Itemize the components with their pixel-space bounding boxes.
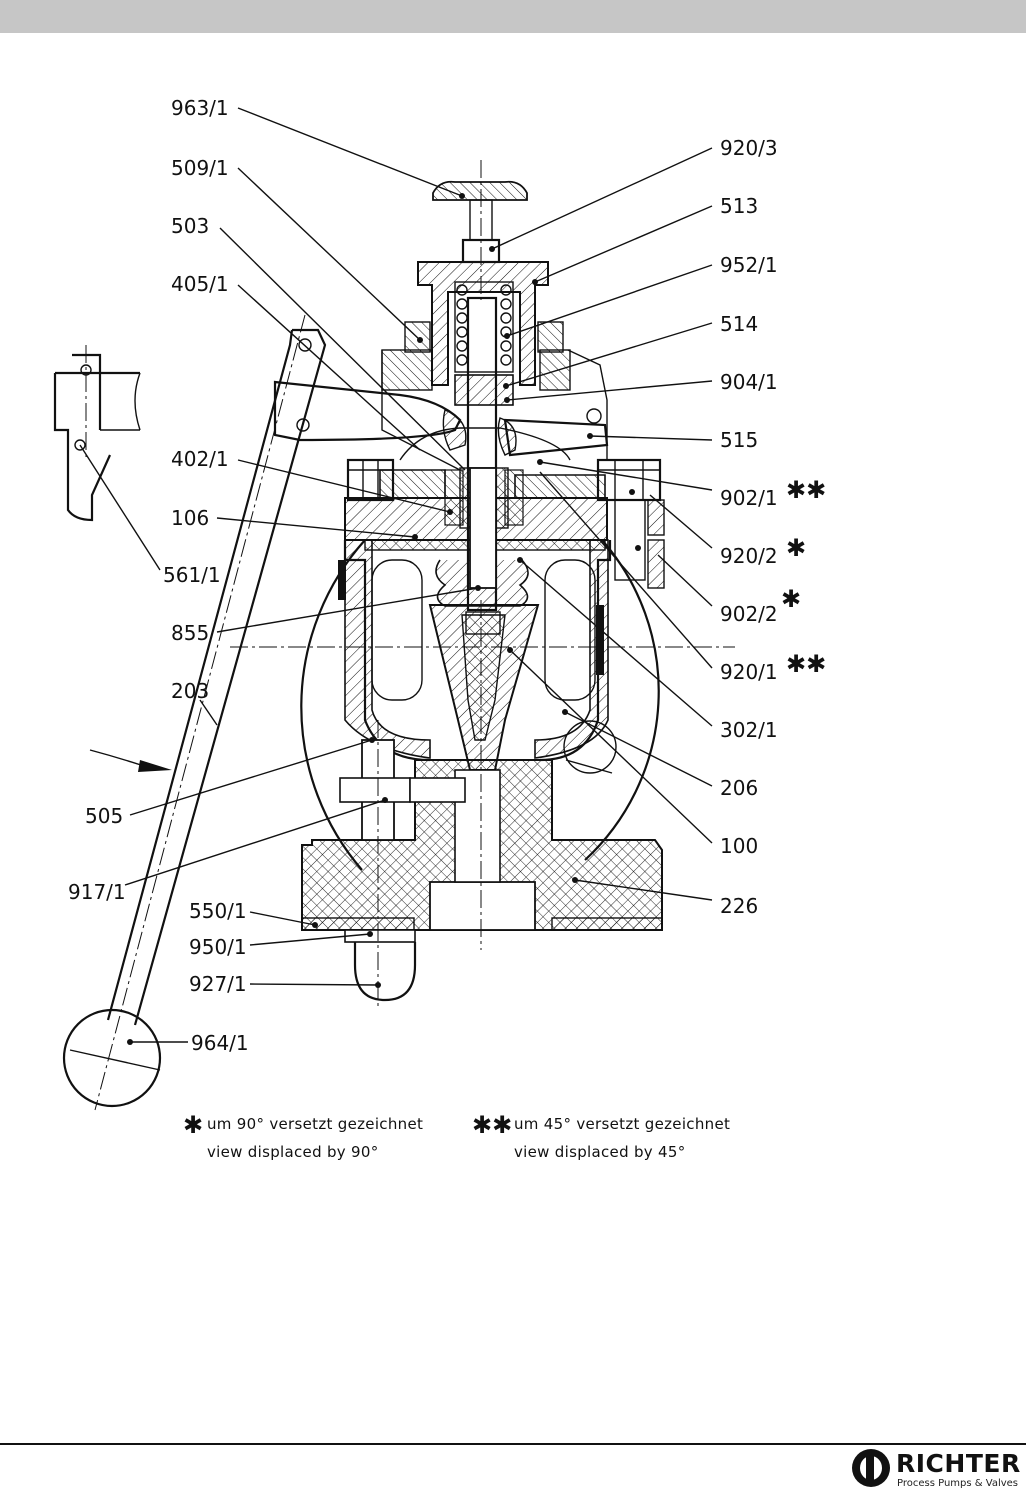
label-226: 226 xyxy=(720,894,758,918)
richter-logo: RICHTER Process Pumps & Valves xyxy=(852,1449,1022,1491)
label-509-1: 509/1 xyxy=(171,156,229,180)
label-950-1: 950/1 xyxy=(189,935,247,959)
label-920-2: 920/2 xyxy=(720,544,778,568)
note-90-german: um 90° versetzt gezeichnet xyxy=(207,1115,423,1133)
valve-sectional-drawing: 963/1 509/1 503 405/1 402/1 106 561/1 85… xyxy=(53,96,826,1161)
label-505: 505 xyxy=(85,804,123,828)
flow-arrow-icon xyxy=(89,749,172,772)
label-513: 513 xyxy=(720,194,758,218)
single-asterisk-mark: ✱ xyxy=(786,534,806,562)
label-515: 515 xyxy=(720,428,758,452)
label-920-3: 920/3 xyxy=(720,136,778,160)
detail-view xyxy=(53,345,141,522)
bonnet-nut-right xyxy=(596,458,665,589)
label-904-1: 904/1 xyxy=(720,370,778,394)
label-902-2: 902/2 xyxy=(720,602,778,626)
logo-tagline: Process Pumps & Valves xyxy=(897,1478,1019,1489)
spring-housing xyxy=(381,261,571,406)
label-927-1: 927/1 xyxy=(189,972,247,996)
double-asterisk-mark: ✱✱ xyxy=(472,1111,512,1139)
label-550-1: 550/1 xyxy=(189,899,247,923)
double-asterisk-mark: ✱✱ xyxy=(786,476,826,504)
logo-name: RICHTER xyxy=(896,1449,1021,1478)
label-405-1: 405/1 xyxy=(171,272,229,296)
label-920-1: 920/1 xyxy=(720,660,778,684)
lever-arm xyxy=(273,380,609,457)
footer-rule xyxy=(0,1443,1026,1445)
richter-logo-icon xyxy=(852,1449,890,1487)
leader-lines xyxy=(79,107,713,1045)
single-asterisk-mark: ✱ xyxy=(183,1111,203,1139)
label-402-1: 402/1 xyxy=(171,447,229,471)
label-561-1: 561/1 xyxy=(163,563,221,587)
stem-assembly xyxy=(428,296,540,771)
label-902-1: 902/1 xyxy=(720,486,778,510)
base-flange xyxy=(230,600,735,1010)
label-100: 100 xyxy=(720,834,758,858)
handwheel xyxy=(432,160,528,300)
label-503: 503 xyxy=(171,214,209,238)
bonnet-nut-left xyxy=(346,458,395,502)
lever-bar xyxy=(62,314,327,1111)
note-45-german: um 45° versetzt gezeichnet xyxy=(514,1115,730,1133)
single-asterisk-mark: ✱ xyxy=(781,585,801,613)
label-106: 106 xyxy=(171,506,209,530)
label-203: 203 xyxy=(171,679,209,703)
label-917-1: 917/1 xyxy=(68,880,126,904)
header-band xyxy=(0,0,1026,33)
double-asterisk-mark: ✱✱ xyxy=(786,650,826,678)
spring-coils xyxy=(456,284,512,366)
note-45-english: view displaced by 45° xyxy=(514,1143,686,1161)
note-90-english: view displaced by 90° xyxy=(207,1143,379,1161)
label-302-1: 302/1 xyxy=(720,718,778,742)
label-855: 855 xyxy=(171,621,209,645)
label-963-1: 963/1 xyxy=(171,96,229,120)
label-952-1: 952/1 xyxy=(720,253,778,277)
label-964-1: 964/1 xyxy=(191,1031,249,1055)
label-206: 206 xyxy=(720,776,758,800)
label-514: 514 xyxy=(720,312,758,336)
